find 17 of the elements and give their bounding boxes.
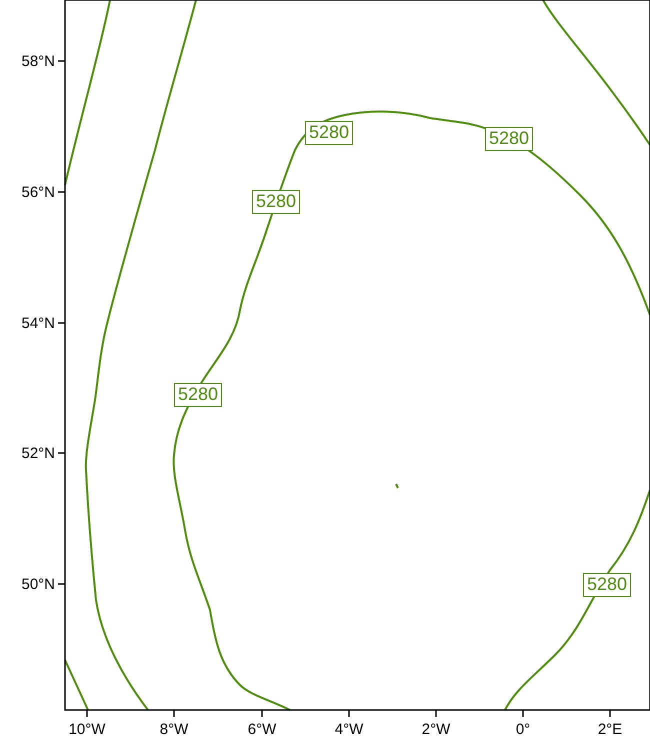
longitude-tick-label: 8°W — [160, 722, 188, 737]
contour-label: 5280 — [252, 190, 300, 214]
latitude-tick-label: 58°N — [21, 54, 55, 68]
longitude-tick-label: 0° — [516, 722, 530, 737]
contour-label: 5280 — [174, 383, 222, 407]
longitude-tick-label: 4°W — [334, 722, 364, 737]
longitude-tick-label: 10°W — [68, 722, 106, 737]
contour-label: 5280 — [484, 127, 534, 151]
latitude-tick-label: 54°N — [21, 316, 55, 330]
contour-label: 5280 — [304, 121, 354, 145]
longitude-tick-label: 2°W — [422, 722, 450, 737]
contour-label: 5280 — [582, 573, 632, 597]
latitude-tick-label: 52°N — [21, 446, 55, 460]
latitude-tick-label: 56°N — [21, 184, 55, 200]
longitude-tick-label: 6°W — [248, 722, 276, 737]
latitude-tick-label: 50°N — [21, 576, 55, 592]
longitude-tick-label: 2°E — [598, 722, 622, 737]
